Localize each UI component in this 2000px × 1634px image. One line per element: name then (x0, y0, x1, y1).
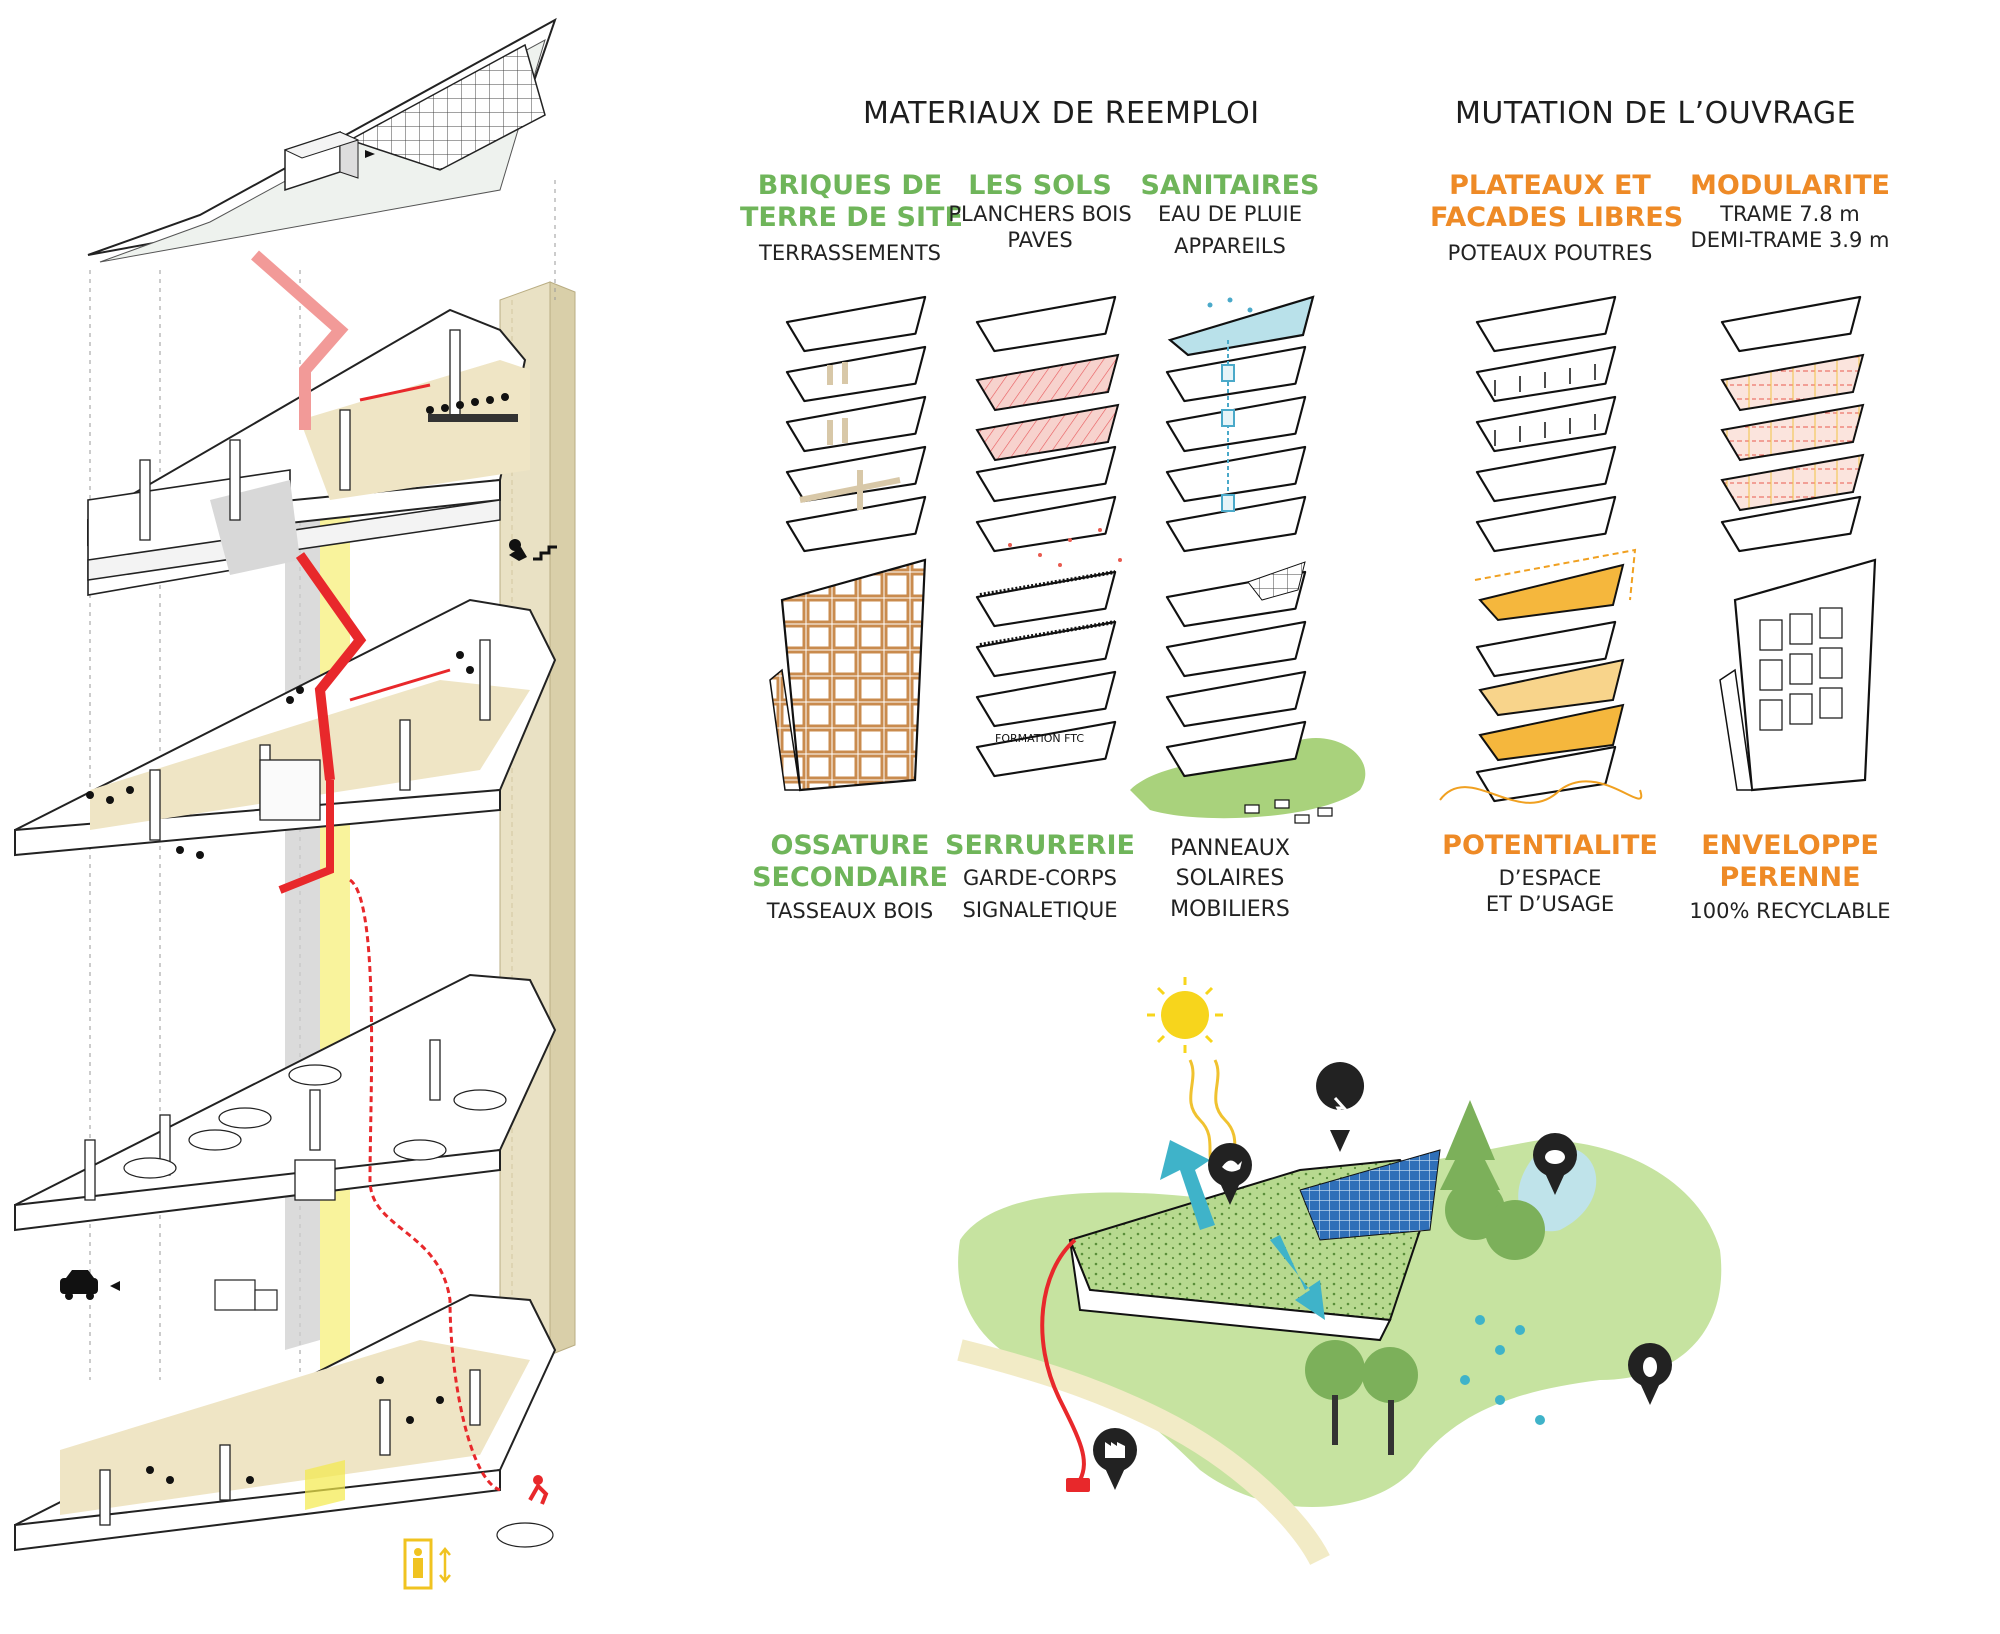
label-floors: LES SOLS PLANCHERS BOIS PAVES (948, 170, 1132, 252)
mutation-title: MUTATION DE L’OUVRAGE (1455, 96, 1857, 131)
roof-level (87, 17, 557, 263)
exit-runner-icon (528, 1475, 549, 1505)
label-sanitary: SANITAIRES EAU DE PLUIE APPAREILS (1140, 170, 1320, 258)
label-bricks: BRIQUES DE TERRE DE SITE TERRASSEMENTS (740, 170, 963, 265)
level-1-ground (14, 1279, 557, 1552)
reuse-title: MATERIAUX DE REEMPLOI (863, 96, 1260, 131)
elevator-icon (403, 1538, 451, 1590)
grey-core (285, 460, 320, 1350)
label-metalwork: SERRURERIE GARDE-CORPS SIGNALETIQUE (945, 830, 1135, 922)
level-3 (14, 598, 557, 859)
label-secondary-frame: OSSATURE SECONDAIRE TASSEAUX BOIS (752, 830, 948, 923)
label-free-plates: PLATEAUX ET FACADES LIBRES POTEAUX POUTR… (1430, 170, 1684, 265)
stairs-icon (509, 539, 557, 561)
label-envelope: ENVELOPPE PERENNE 100% RECYCLABLE (1689, 830, 1891, 923)
level-2-parking (14, 973, 557, 1232)
car-icon (60, 1270, 120, 1300)
circulation-path (251, 250, 501, 1492)
label-solar-panels: PANNEAUX SOLAIRES MOBILIERS (1170, 836, 1290, 922)
label-modularity: MODULARITE TRAME 7.8 m DEMI-TRAME 3.9 m (1690, 170, 1890, 252)
label-potentiality: POTENTIALITE D’ESPACE ET D’USAGE (1442, 830, 1658, 916)
